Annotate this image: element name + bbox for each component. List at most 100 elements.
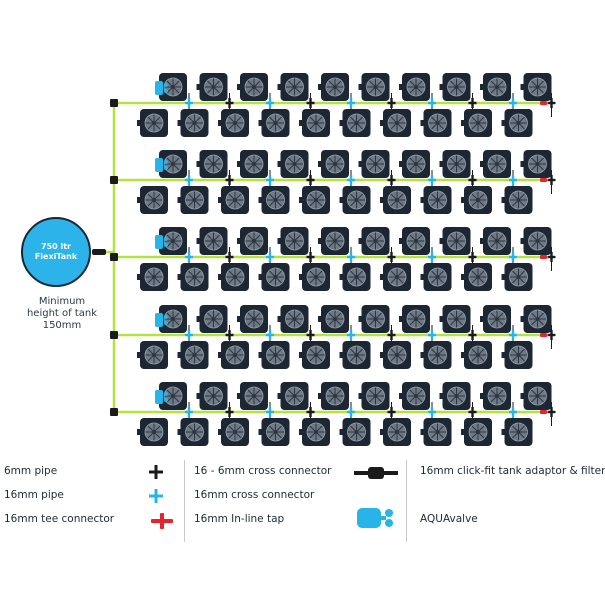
pot-row-2-bottom-1	[137, 186, 168, 214]
pot-grille-center	[333, 394, 337, 398]
pot-inlet	[480, 393, 483, 399]
pot-grille-center	[314, 353, 318, 357]
pot-inlet	[196, 84, 200, 90]
pot-grille-spoke	[512, 433, 518, 439]
pot-grille-spoke	[174, 165, 180, 171]
pot-grille-ring	[163, 309, 183, 329]
pot-grille-ring	[225, 422, 245, 442]
pot-row-2-bottom-2	[177, 186, 209, 214]
pot-grille-spoke	[417, 88, 423, 94]
pot-inlet	[480, 161, 483, 167]
pot-grille-spoke	[155, 356, 161, 362]
cross-horizontal	[468, 410, 477, 414]
pot-grille-spoke	[147, 201, 153, 207]
pot-grille-ring	[306, 345, 326, 365]
cross-horizontal	[306, 101, 315, 105]
pot-grille-ring	[285, 154, 304, 174]
pot-grille-ring	[366, 154, 385, 174]
cross-horizontal	[225, 101, 234, 105]
pot-grille-spoke	[450, 80, 456, 86]
pot-grille-spoke	[147, 433, 153, 439]
pot-grille-spoke	[247, 320, 253, 326]
pot-grille-spoke	[471, 193, 477, 199]
pot-grille-center	[354, 198, 359, 202]
pot-grille-center	[373, 85, 378, 89]
pot-grille-spoke	[512, 270, 518, 276]
pot-grille-spoke	[498, 234, 504, 240]
pot-row-3-top-3	[237, 227, 268, 255]
pot-grille-ring	[285, 309, 304, 329]
pot-grille-spoke	[512, 124, 518, 130]
aquavalve-knob	[164, 237, 168, 241]
pot-grille-spoke	[398, 348, 404, 354]
pots-layer	[137, 73, 552, 446]
pot-grille-center	[354, 121, 359, 125]
pot-inlet	[258, 197, 262, 203]
pot-grille-spoke	[295, 80, 301, 86]
pot-grille-spoke	[431, 433, 437, 439]
pot-grille-spoke	[538, 397, 544, 403]
cross-connector	[387, 98, 396, 108]
pot-inlet	[420, 352, 424, 358]
aquavalve-knob	[164, 398, 168, 402]
pot-row-4-bottom-6	[339, 341, 371, 369]
pot-grille-spoke	[490, 234, 496, 240]
pot-row-3-bottom-6	[339, 263, 371, 291]
pot-grille-spoke	[214, 389, 220, 395]
cross-horizontal	[428, 101, 436, 105]
pot-grille-spoke	[457, 397, 463, 403]
pot-row-3-bottom-8	[420, 263, 452, 291]
pot-grille-ring	[266, 422, 285, 442]
pot-grille-spoke	[255, 157, 261, 163]
pot-inlet	[461, 274, 464, 280]
pot-grille-center	[314, 121, 318, 125]
aquavalve-icon	[357, 508, 393, 528]
pot-grille-spoke	[450, 312, 456, 318]
cross-connector	[185, 175, 193, 185]
pot-grille-spoke	[350, 356, 356, 362]
pot-row-2-bottom-9	[461, 186, 492, 214]
pot-grille-center	[333, 162, 337, 166]
pot-grille-center	[171, 85, 175, 89]
cross-horizontal	[306, 410, 315, 414]
pot-grille-center	[495, 394, 499, 398]
cross-horizontal	[428, 333, 436, 337]
cross-connector	[509, 175, 517, 185]
pot-grille-center	[252, 317, 256, 321]
pot-grille-spoke	[538, 389, 544, 395]
pot-grille-center	[211, 85, 216, 89]
pot-grille-ring	[204, 231, 223, 251]
pot-row-5-bottom-3	[218, 418, 249, 446]
cross-horizontal	[266, 410, 274, 414]
pot-grille-spoke	[166, 242, 172, 248]
pot-grille-spoke	[438, 201, 444, 207]
pot-grille-spoke	[490, 165, 496, 171]
pot-inlet	[237, 316, 240, 322]
pot-grille-spoke	[228, 116, 234, 122]
pot-grille-spoke	[207, 157, 213, 163]
pot-grille-spoke	[398, 270, 404, 276]
pot-grille-center	[395, 353, 399, 357]
cross-horizontal	[428, 255, 436, 259]
cross-horizontal	[509, 410, 517, 414]
pot-grille-spoke	[195, 278, 201, 284]
fittings-layer	[110, 81, 556, 417]
pot-grille-spoke	[457, 157, 463, 163]
pot-inlet	[137, 352, 140, 358]
aquavalve-knob	[164, 89, 168, 93]
pot-grille-spoke	[276, 193, 282, 199]
pot-grille-spoke	[295, 312, 301, 318]
pot-grille-spoke	[538, 242, 544, 248]
pot-grille-spoke	[207, 234, 213, 240]
pot-row-3-top-8	[439, 227, 471, 255]
pot-grille-ring	[204, 77, 223, 97]
pot-row-4-top-8	[439, 305, 471, 333]
pot-grille-ring	[204, 309, 223, 329]
pot-row-5-bottom-10	[501, 418, 533, 446]
pot-grille-spoke	[255, 242, 261, 248]
pot-grille-spoke	[295, 397, 301, 403]
pot-grille-spoke	[309, 356, 315, 362]
pot-inlet	[501, 274, 505, 280]
pot-inlet	[501, 120, 505, 126]
pot-grille-spoke	[431, 348, 437, 354]
